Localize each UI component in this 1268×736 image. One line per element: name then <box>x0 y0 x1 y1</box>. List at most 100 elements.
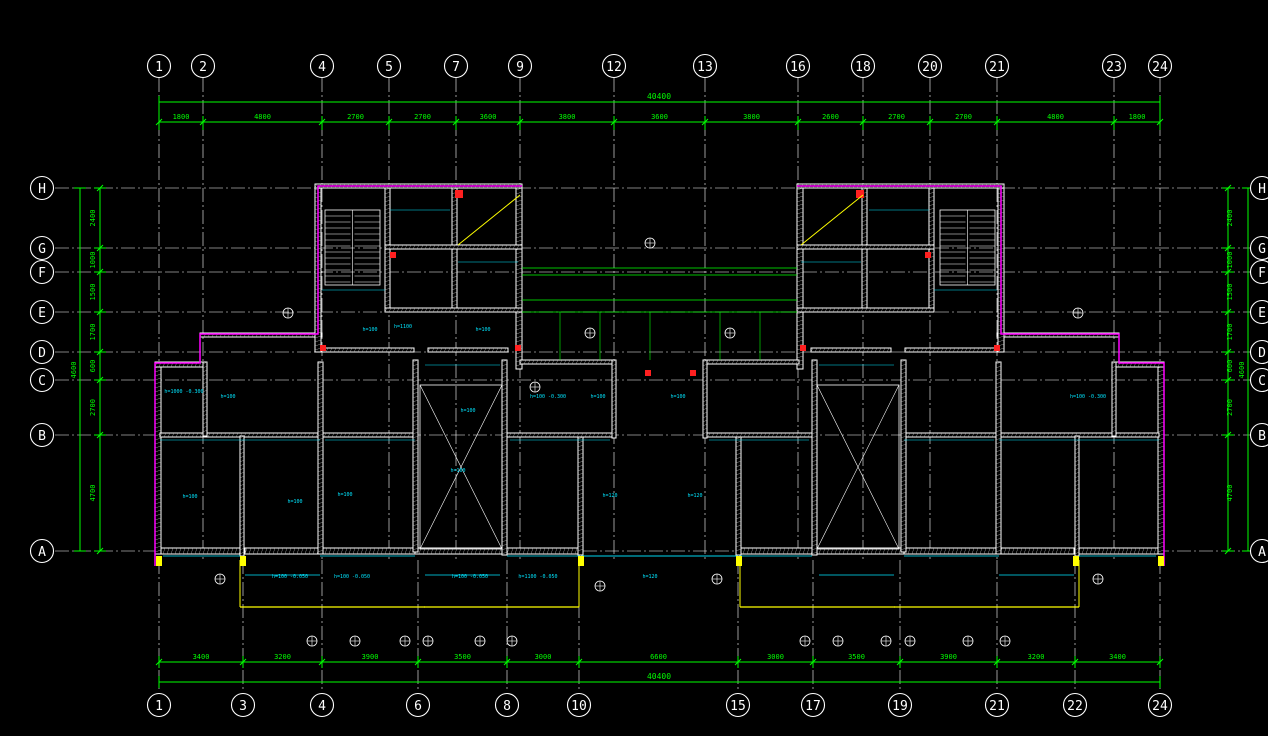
axis-bubble-label: H <box>1258 182 1266 197</box>
dim-bottom-segment: 3500 <box>848 653 865 661</box>
axis-bubble: 5 <box>378 55 401 78</box>
axis-bubble: D <box>31 341 54 364</box>
axis-bubble-label: 17 <box>805 699 821 714</box>
axis-bubble-label: 7 <box>452 60 460 75</box>
axis-bubble: G <box>31 237 54 260</box>
dim-left-segment: 4700 <box>89 485 97 502</box>
dim-right-segment: 1500 <box>1226 284 1234 301</box>
dim-top-segment: 3800 <box>559 113 576 121</box>
wall-left <box>520 360 615 364</box>
dim-top-segment: 3800 <box>743 113 760 121</box>
axis-bubble-label: 2 <box>199 60 207 75</box>
room-label: h=1100 <box>394 324 412 330</box>
dim-top-segment: 2700 <box>414 113 431 121</box>
dim-top-segment: 2700 <box>955 113 972 121</box>
dim-bottom-total: 40400 <box>647 672 671 681</box>
dim-top-segment: 2700 <box>888 113 905 121</box>
room-label: h=1100 -0.050 <box>518 574 557 580</box>
axis-bubble-label: C <box>1258 374 1266 389</box>
axis-bubble-label: 21 <box>989 699 1005 714</box>
dim-top-segment: 2700 <box>347 113 364 121</box>
dim-left-segment: 1000 <box>89 252 97 269</box>
axis-bubble: 1 <box>148 55 171 78</box>
room-label: h=100 <box>362 327 377 333</box>
axis-bubble: D <box>1251 341 1268 364</box>
axis-bubble: 23 <box>1103 55 1126 78</box>
dim-bottom-segment: 3900 <box>362 653 379 661</box>
axis-bubble-label: 1 <box>155 60 163 75</box>
axis-bubble: 2 <box>192 55 215 78</box>
wall-right <box>704 360 799 364</box>
dim-bottom-segment: 3000 <box>767 653 784 661</box>
dim-bottom-segment: 3400 <box>193 653 210 661</box>
axis-bubble-label: 21 <box>989 60 1005 75</box>
yellow-column <box>1158 556 1164 566</box>
axis-bubble: 10 <box>568 694 591 717</box>
axis-bubble: 24 <box>1149 694 1172 717</box>
axis-bubble-label: 18 <box>855 60 871 75</box>
axis-bubble-label: D <box>1258 346 1266 361</box>
axis-bubble: 22 <box>1064 694 1087 717</box>
axis-bubble: 19 <box>889 694 912 717</box>
axis-bubble: G <box>1251 237 1268 260</box>
axis-bubble-label: B <box>1258 429 1266 444</box>
axis-bubble-label: B <box>38 429 46 444</box>
axis-bubble: 9 <box>509 55 532 78</box>
axis-bubble: 1 <box>148 694 171 717</box>
room-label: h=100 <box>287 499 302 505</box>
dim-top-segment: 4800 <box>254 113 271 121</box>
axis-bubble: E <box>31 301 54 324</box>
dim-top-segment: 1800 <box>1129 113 1146 121</box>
room-label: h=100 -0.050 <box>334 574 370 580</box>
wall-right <box>703 360 707 438</box>
axis-bubble: 15 <box>727 694 750 717</box>
yellow-column <box>240 556 246 566</box>
axis-bubble: 21 <box>986 694 1009 717</box>
dim-right-segment: 2400 <box>1226 210 1234 227</box>
wall-right <box>1075 436 1079 556</box>
axis-bubble-label: G <box>1258 242 1266 257</box>
axis-bubble: 6 <box>407 694 430 717</box>
dim-right-segment: 1000 <box>1226 252 1234 269</box>
axis-bubble: 21 <box>986 55 1009 78</box>
dim-left-segment: 600 <box>89 360 97 373</box>
yellow-column <box>156 556 162 566</box>
room-label: h=100 -0.300 <box>530 394 566 400</box>
axis-bubble-label: H <box>38 182 46 197</box>
axis-bubble: B <box>31 424 54 447</box>
axis-bubble: H <box>31 177 54 200</box>
axis-bubble: E <box>1251 301 1268 324</box>
axis-bubble: 16 <box>787 55 810 78</box>
dim-left-segment: 2400 <box>89 210 97 227</box>
axis-bubble: 17 <box>802 694 825 717</box>
dim-left-total: 4600 <box>70 362 78 379</box>
axis-bubble: 12 <box>603 55 626 78</box>
dim-bottom-segment: 6600 <box>650 653 667 661</box>
dim-bottom-segment: 3900 <box>940 653 957 661</box>
axis-bubble-label: E <box>1258 306 1266 321</box>
room-label: h=100 -0.300 <box>1070 394 1106 400</box>
room-label: h=100 <box>670 394 685 400</box>
dim-top-segment: 4800 <box>1047 113 1064 121</box>
axis-bubble: 13 <box>694 55 717 78</box>
wall-left <box>612 360 616 438</box>
axis-bubble: H <box>1251 177 1268 200</box>
axis-bubble-label: F <box>1258 266 1266 281</box>
room-label: h=100 <box>450 468 465 474</box>
dim-top-segment: 2600 <box>822 113 839 121</box>
axis-bubble: 4 <box>311 55 334 78</box>
wall-left <box>320 433 415 437</box>
axis-bubble-label: 19 <box>892 699 908 714</box>
axis-bubble: 18 <box>852 55 875 78</box>
axis-bubble-label: 24 <box>1152 699 1168 714</box>
axis-bubble-label: 24 <box>1152 60 1168 75</box>
room-label: h=100 <box>460 408 475 414</box>
dim-bottom-segment: 3000 <box>535 653 552 661</box>
dim-right-total: 4600 <box>1238 362 1246 379</box>
dim-bottom-segment: 3200 <box>274 653 291 661</box>
axis-bubble-label: 15 <box>730 699 746 714</box>
axis-bubble-label: 1 <box>155 699 163 714</box>
axis-bubble-label: A <box>1258 545 1266 560</box>
